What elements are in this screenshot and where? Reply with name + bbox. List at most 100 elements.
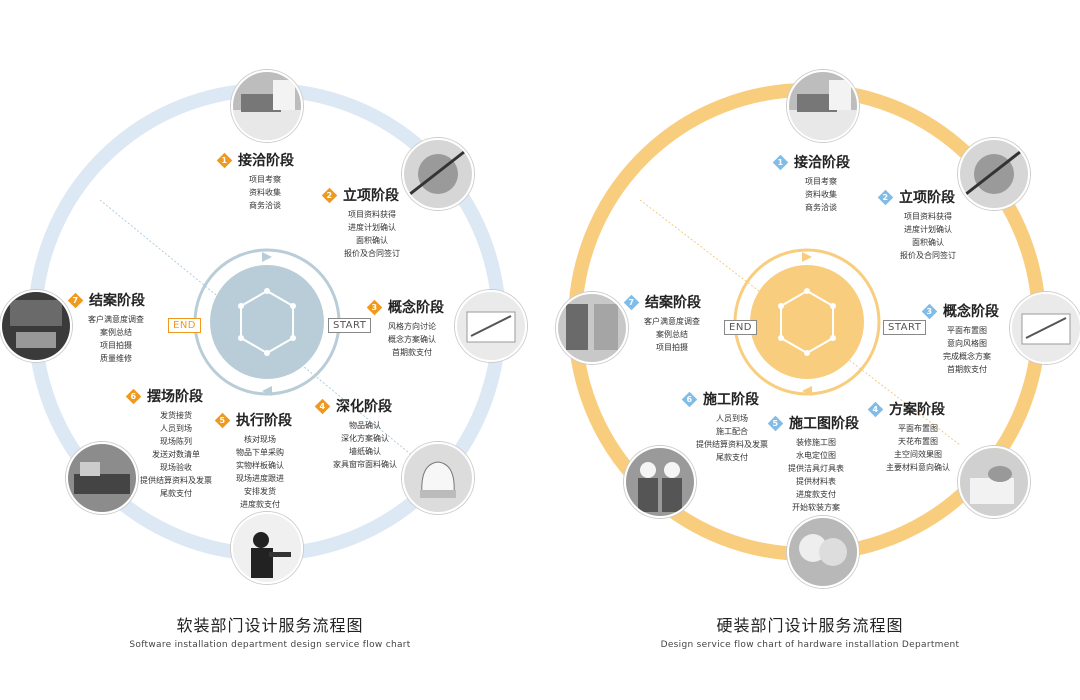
stage-item: 提供材料表 xyxy=(796,477,836,486)
stage-title: 摆场阶段 xyxy=(147,389,203,405)
end-tag: END xyxy=(724,320,757,335)
stage-item: 水电定位图 xyxy=(796,451,836,460)
stage-number-badge: 2 xyxy=(877,189,894,205)
stage-item: 实物样板确认 xyxy=(236,461,284,470)
stage-item: 首期款支付 xyxy=(392,348,432,357)
interior-room-photo xyxy=(0,290,72,362)
stage-item: 项目拍摄 xyxy=(656,343,688,352)
right-caption: 硬装部门设计服务流程图 Design service flow chart of… xyxy=(540,612,1080,650)
stage-item: 提供洁具灯具表 xyxy=(788,464,844,473)
stage-item: 家具窗帘面料确认 xyxy=(333,460,397,469)
stage-number-badge: 4 xyxy=(867,401,884,417)
stage-title: 执行阶段 xyxy=(236,413,292,429)
stage-title: 立项阶段 xyxy=(343,188,399,204)
stage-item: 尾款支付 xyxy=(160,489,192,498)
stage-title: 方案阶段 xyxy=(889,402,945,418)
stage-item: 进度款支付 xyxy=(796,490,836,499)
stage-item: 报价及合同签订 xyxy=(900,251,956,260)
stage-item: 平面布置图 xyxy=(947,326,987,335)
stage-item: 深化方案确认 xyxy=(341,434,389,443)
hands-sketch-photo xyxy=(958,446,1030,518)
start-tag: START xyxy=(328,318,372,333)
stage-number-badge: 3 xyxy=(921,303,938,319)
stage-item: 首期款支付 xyxy=(947,365,987,374)
stage-item: 商务洽谈 xyxy=(249,201,281,210)
right-hub-circle xyxy=(750,265,864,379)
drafting-photo xyxy=(455,290,527,362)
stage-item: 风格方向讨论 xyxy=(388,322,436,331)
stage-number-badge: 3 xyxy=(366,299,383,315)
stage-item: 项目资料获得 xyxy=(904,212,952,221)
drafting-photo xyxy=(1010,292,1080,364)
stage-title: 接洽阶段 xyxy=(794,155,850,171)
stage-title: 结案阶段 xyxy=(645,295,701,311)
blueprint-tools-photo xyxy=(402,138,474,210)
hardhat-photo xyxy=(787,516,859,588)
office-desk-photo xyxy=(787,70,859,142)
stage-item: 安排发货 xyxy=(244,487,276,496)
stage-item: 现场陈列 xyxy=(160,437,192,446)
stage-item: 现场验收 xyxy=(160,463,192,472)
office-desk-photo xyxy=(231,70,303,142)
stage-item: 施工配合 xyxy=(716,427,748,436)
stage-item: 天花布置图 xyxy=(898,437,938,446)
stage-item: 装修施工图 xyxy=(796,438,836,447)
stage-item: 提供结算资料及发票 xyxy=(696,440,768,449)
stage-item: 核对现场 xyxy=(244,435,276,444)
stage-item: 平面布置图 xyxy=(898,424,938,433)
stage-item: 客户满意度调查 xyxy=(88,315,144,324)
left-hub-circle xyxy=(210,265,324,379)
chart-title: 软装部门设计服务流程图 xyxy=(176,616,364,635)
stage-item: 案例总结 xyxy=(100,328,132,337)
stage-item: 主要材料意向确认 xyxy=(886,463,950,472)
stage-item: 发货接货 xyxy=(160,411,192,420)
worker-photo xyxy=(231,512,303,584)
stage-number-badge: 1 xyxy=(216,152,233,168)
stage-item: 现场进度跟进 xyxy=(236,474,284,483)
stage-item: 项目资料获得 xyxy=(348,210,396,219)
stage-item: 物品确认 xyxy=(349,421,381,430)
stage-item: 项目考察 xyxy=(249,175,281,184)
stage-item: 质量维修 xyxy=(100,354,132,363)
stage-item: 案例总结 xyxy=(656,330,688,339)
end-tag: END xyxy=(168,318,201,333)
stage-4: 4 深化阶段 物品确认深化方案确认墙纸确认家具窗帘面料确认 xyxy=(314,396,415,471)
stage-4: 4 方案阶段 平面布置图天花布置图主空间效果图主要材料意向确认 xyxy=(867,399,968,474)
stage-number-badge: 4 xyxy=(314,398,331,414)
stage-title: 施工图阶段 xyxy=(789,416,859,432)
stage-item: 主空间效果图 xyxy=(894,450,942,459)
chart-title: 硬装部门设计服务流程图 xyxy=(716,616,904,635)
stage-item: 面积确认 xyxy=(912,238,944,247)
armchair-photo xyxy=(402,442,474,514)
stage-number-badge: 6 xyxy=(681,391,698,407)
stage-item: 发送对数清单 xyxy=(152,450,200,459)
stage-number-badge: 6 xyxy=(125,388,142,404)
stage-number-badge: 7 xyxy=(67,292,84,308)
stage-item: 人员到场 xyxy=(160,424,192,433)
stage-item: 进度计划确认 xyxy=(348,223,396,232)
stage-item: 开始软装方案 xyxy=(792,503,840,512)
stage-item: 概念方案确认 xyxy=(388,335,436,344)
stage-item: 资料收集 xyxy=(805,190,837,199)
stage-item: 尾款支付 xyxy=(716,453,748,462)
stage-item: 进度计划确认 xyxy=(904,225,952,234)
stage-item: 墙纸确认 xyxy=(349,447,381,456)
stage-title: 接洽阶段 xyxy=(238,153,294,169)
stage-title: 深化阶段 xyxy=(336,399,392,415)
stage-number-badge: 1 xyxy=(772,154,789,170)
stage-item: 物品下单采购 xyxy=(236,448,284,457)
stage-item: 客户满意度调查 xyxy=(644,317,700,326)
stage-title: 施工阶段 xyxy=(703,392,759,408)
start-tag: START xyxy=(883,320,927,335)
stage-item: 项目考察 xyxy=(805,177,837,186)
engineers-photo xyxy=(624,446,696,518)
